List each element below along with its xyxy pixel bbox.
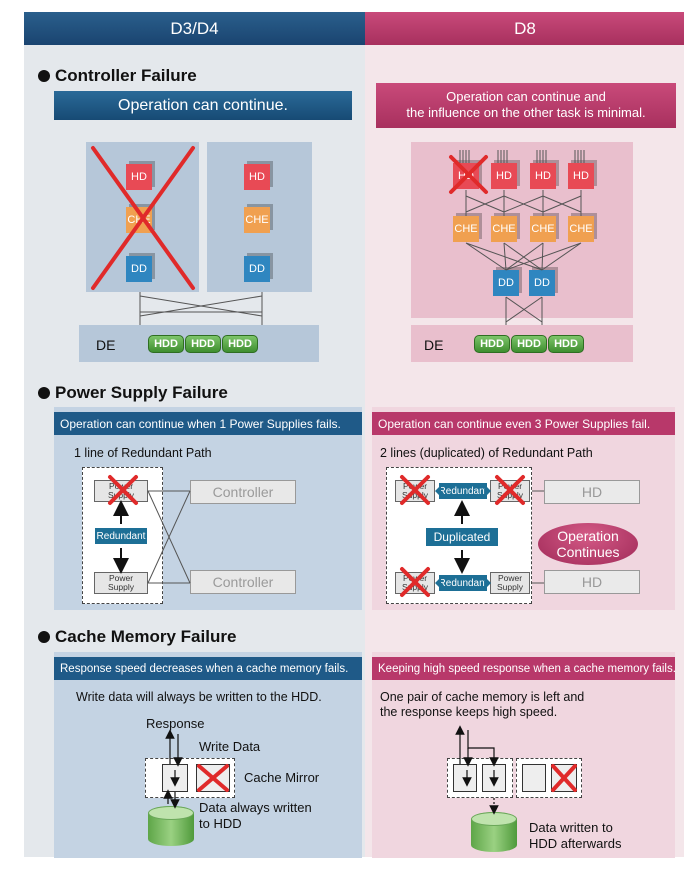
de-label: DE — [96, 337, 116, 353]
redundant-tag: Redundant — [439, 483, 487, 499]
data-after-label-2: HDD afterwards — [529, 836, 622, 851]
bullet-icon — [38, 631, 50, 643]
hdd-disk: HDD — [474, 335, 510, 353]
controller-box: Controller — [190, 480, 296, 504]
hdd-disk: HDD — [185, 335, 221, 353]
bullet-icon — [38, 387, 50, 399]
cache-right-panel — [372, 652, 675, 858]
che-cube: CHE — [453, 216, 479, 242]
de-label: DE — [424, 337, 444, 353]
hd-cube: HD — [491, 163, 517, 189]
operation-continues-badge: Operation Continues — [538, 523, 638, 565]
hd-cube: HD — [126, 164, 152, 190]
che-cube: CHE — [491, 216, 517, 242]
redundant-tag: Redundant — [439, 575, 487, 591]
hd-cube: HD — [530, 163, 556, 189]
controller-failure-title: Controller Failure — [38, 66, 197, 86]
dd-cube: DD — [244, 256, 270, 282]
power-left-subtitle: 1 line of Redundant Path — [74, 446, 212, 460]
hd-box: HD — [544, 480, 640, 504]
hd-box: HD — [544, 570, 640, 594]
d8-header: D8 — [365, 12, 684, 45]
power-left-bar: Operation can continue when 1 Power Supp… — [54, 412, 362, 435]
bullet-icon — [38, 70, 50, 82]
hdd-disk: HDD — [148, 335, 184, 353]
redundant-tag: Redundant — [95, 528, 147, 544]
che-cube: CHE — [568, 216, 594, 242]
response-label: Response — [146, 716, 205, 731]
power-supply-failure-title: Power Supply Failure — [38, 383, 228, 403]
cache-left-bar: Response speed decreases when a cache me… — [54, 657, 362, 680]
write-data-label: Write Data — [199, 739, 261, 754]
dd-cube: DD — [529, 270, 555, 296]
controller-left-banner: Operation can continue. — [54, 91, 352, 120]
d3-d4-header: D3/D4 — [24, 12, 365, 45]
controller-right-banner: Operation can continue and the influence… — [376, 83, 676, 128]
cache-left-subtitle: Write data will always be written to the… — [76, 690, 322, 704]
hdd-disk: HDD — [548, 335, 584, 353]
d8-controller-panel — [411, 142, 633, 318]
data-always-label-2: to HDD — [199, 816, 242, 831]
hdd-disk: HDD — [511, 335, 547, 353]
cache-right-bar: Keeping high speed response when a cache… — [372, 657, 676, 680]
hd-cube: HD — [568, 163, 594, 189]
data-always-label-1: Data always written — [199, 800, 312, 815]
power-right-subtitle: 2 lines (duplicated) of Redundant Path — [380, 446, 593, 460]
cache-memory-failure-title: Cache Memory Failure — [38, 627, 236, 647]
power-right-bar: Operation can continue even 3 Power Supp… — [372, 412, 675, 435]
controller-box: Controller — [190, 570, 296, 594]
cache-left-panel — [54, 652, 362, 858]
cache-memory-box — [522, 764, 546, 792]
data-after-label-1: Data written to — [529, 820, 613, 835]
hd-cube: HD — [244, 164, 270, 190]
che-cube: CHE — [244, 207, 270, 233]
dd-cube: DD — [126, 256, 152, 282]
cache-mirror-label: Cache Mirror — [244, 770, 320, 785]
cache-right-subtitle-2: the response keeps high speed. — [380, 705, 558, 719]
cache-right-subtitle-1: One pair of cache memory is left and — [380, 690, 585, 704]
che-cube: CHE — [530, 216, 556, 242]
duplicated-tag: Duplicated — [426, 528, 498, 546]
dd-cube: DD — [493, 270, 519, 296]
hdd-disk: HDD — [222, 335, 258, 353]
